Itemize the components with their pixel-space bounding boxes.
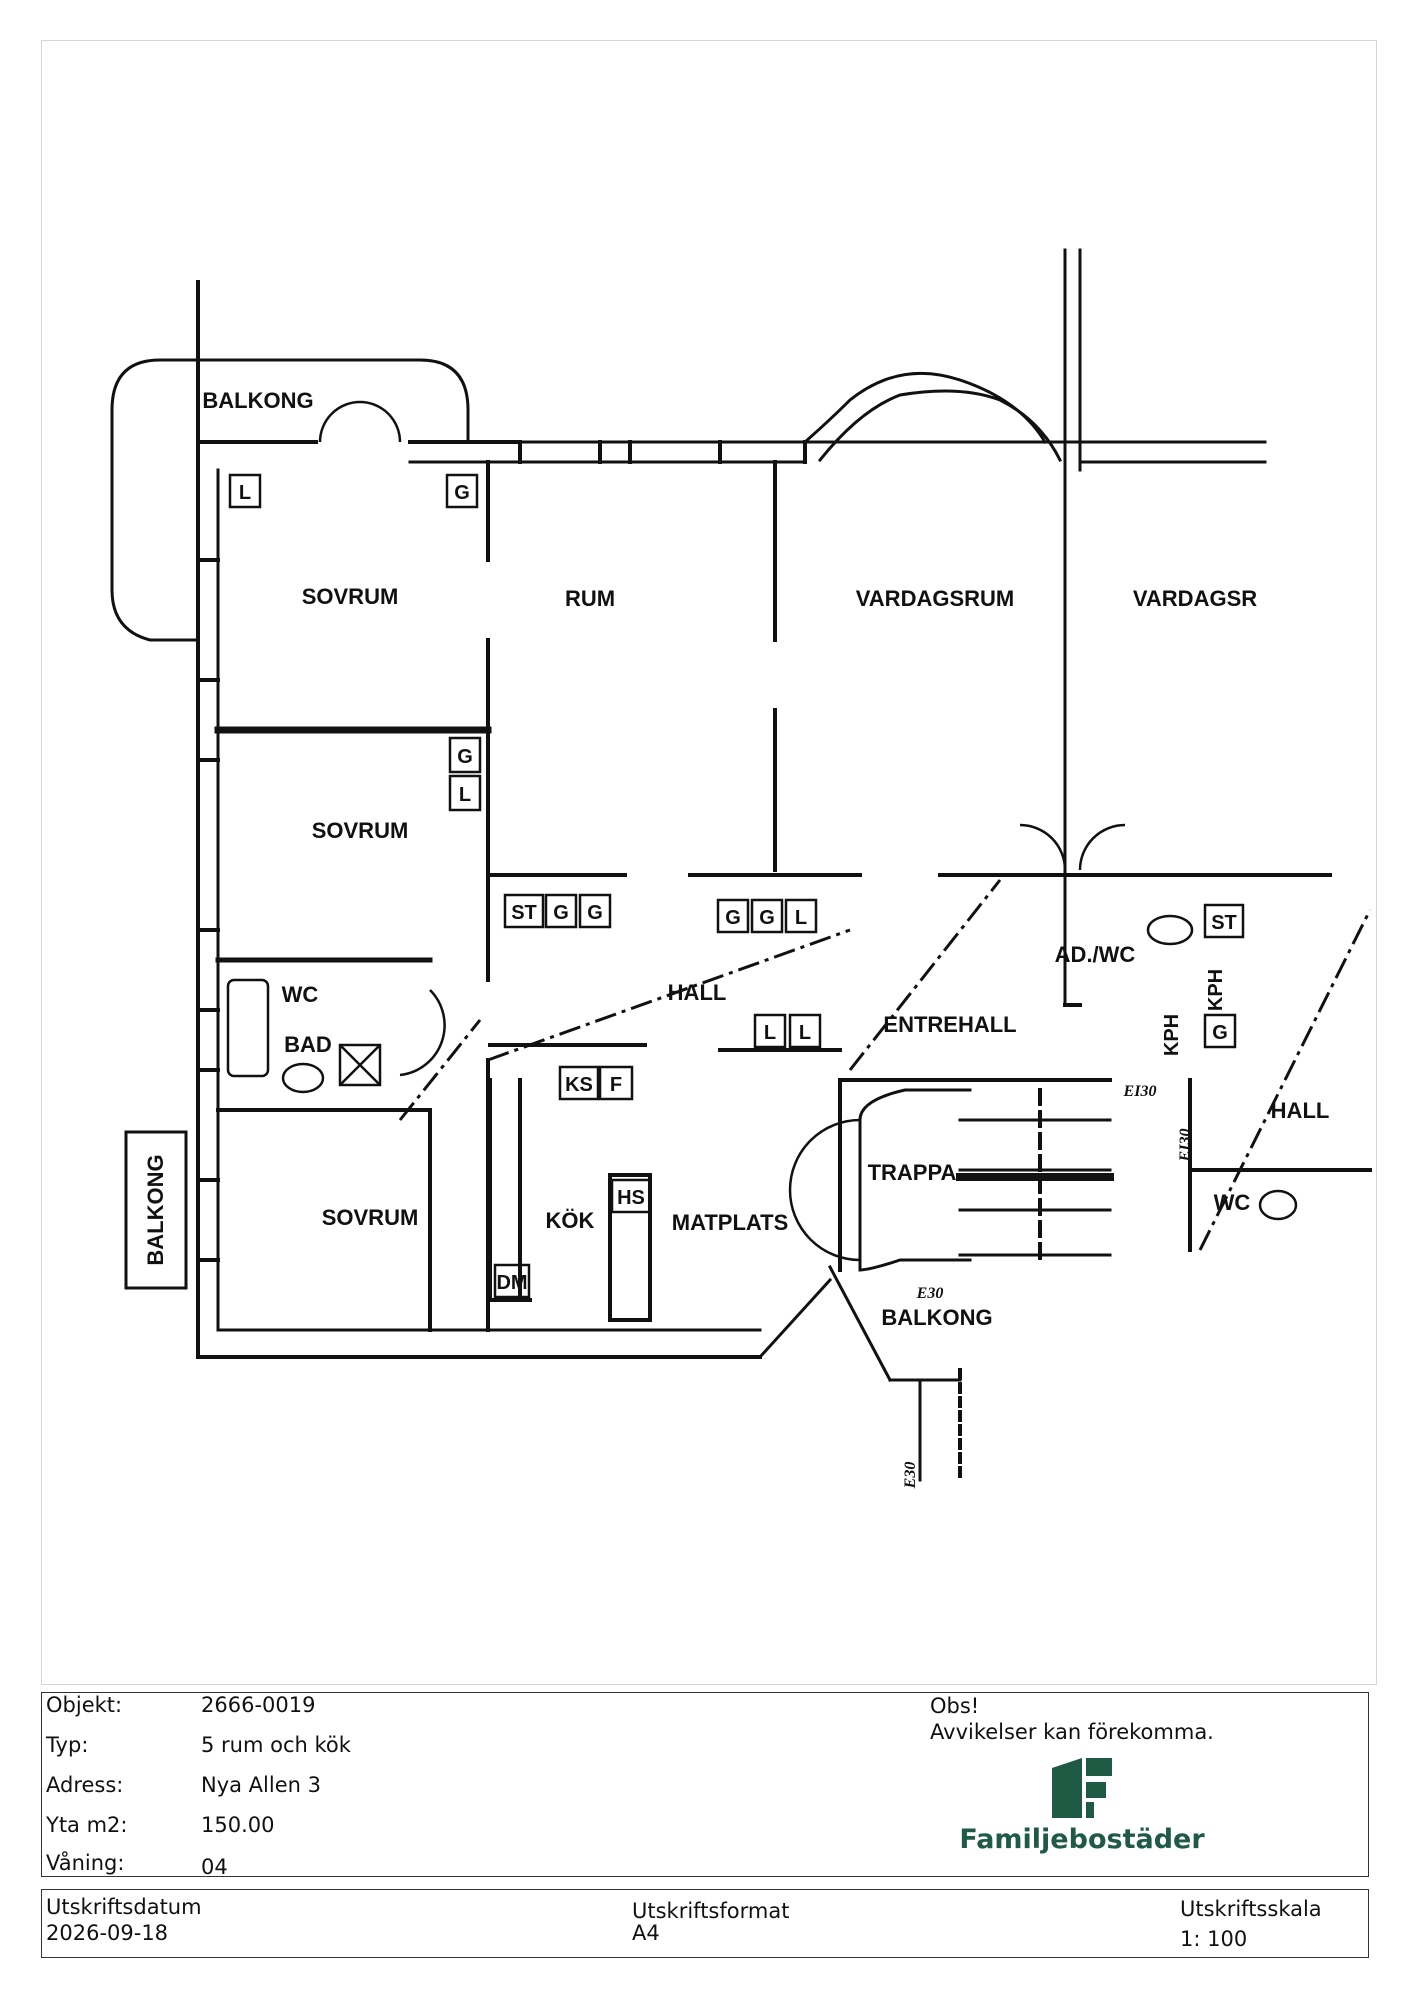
disclaimer-title: Obs! [930, 1694, 980, 1718]
print-scale-label: Utskriftsskala [1180, 1897, 1322, 1921]
typ-value: 5 rum och kök [201, 1733, 351, 1757]
floor-plan-frame [41, 40, 1377, 1685]
tag-l-1: L [239, 482, 251, 504]
tag-st-1: ST [511, 902, 537, 924]
vaning-value: 04 [201, 1855, 228, 1879]
label-wc: WC [282, 982, 319, 1007]
yta-label: Yta m2: [46, 1813, 128, 1837]
tag-g-1: G [454, 482, 470, 504]
adress-label: Adress: [46, 1773, 124, 1797]
disclaimer: Obs! Avvikelser kan förekomma. [930, 1693, 1214, 1745]
tag-g-3: G [553, 902, 569, 924]
brand-name: Familjebostäder [959, 1824, 1205, 1855]
disclaimer-text: Avvikelser kan förekomma. [930, 1720, 1214, 1744]
label-hall-right: HALL [1271, 1098, 1330, 1123]
label-balkong-left: BALKONG [143, 1154, 168, 1265]
label-ei30-1: EI30 [1123, 1083, 1157, 1100]
tag-hs: HS [617, 1187, 645, 1209]
print-date: Utskriftsdatum 2026-09-18 [46, 1894, 202, 1946]
adress-value: Nya Allen 3 [201, 1773, 321, 1797]
typ-label: Typ: [46, 1733, 89, 1757]
print-scale-value: 1: 100 [1180, 1927, 1248, 1951]
label-e30-2: E30 [902, 1462, 919, 1490]
label-balkong-bottom: BALKONG [881, 1305, 992, 1330]
label-kph-1: KPH [1205, 969, 1227, 1011]
label-vardagsr: VARDAGSR [1133, 586, 1257, 611]
print-format: Utskriftsformat A4 [632, 1898, 789, 1946]
tag-st-2: ST [1211, 912, 1237, 934]
tag-g-5: G [725, 907, 741, 929]
label-vardagsrum: VARDAGSRUM [856, 586, 1014, 611]
label-wc-right: WC [1214, 1190, 1251, 1215]
label-ad-wc: AD./WC [1055, 942, 1136, 967]
object-info-box: Objekt: 2666-0019 Typ: 5 rum och kök Adr… [41, 1692, 1369, 1879]
tag-g-4: G [587, 902, 603, 924]
label-ei30-2: EI30 [1177, 1129, 1194, 1163]
tag-g-7: G [1212, 1022, 1228, 1044]
print-date-label: Utskriftsdatum [46, 1895, 202, 1919]
label-kph-2: KPH [1161, 1014, 1183, 1056]
label-bad: BAD [284, 1032, 332, 1057]
label-trappa: TRAPPA [868, 1160, 957, 1185]
vaning-label: Våning: [46, 1851, 125, 1875]
tag-l-5: L [799, 1022, 811, 1044]
familjebostader-logo: Familjebostäder [952, 1758, 1212, 1868]
objekt-value: 2666-0019 [201, 1693, 316, 1717]
tag-l-3: L [795, 907, 807, 929]
label-kok: KÖK [546, 1208, 595, 1233]
label-matplats: MATPLATS [672, 1210, 789, 1235]
print-date-value: 2026-09-18 [46, 1921, 169, 1945]
label-sovrum-2: SOVRUM [312, 818, 409, 843]
tag-g-6: G [759, 907, 775, 929]
objekt-label: Objekt: [46, 1693, 123, 1717]
tag-f: F [610, 1074, 622, 1096]
logo-mark-icon [1052, 1758, 1112, 1818]
tag-dm: DM [496, 1272, 527, 1294]
label-entrehall: ENTREHALL [883, 1012, 1016, 1037]
label-sovrum-3: SOVRUM [322, 1205, 419, 1230]
label-balkong-top: BALKONG [202, 388, 313, 413]
label-rum: RUM [565, 586, 615, 611]
label-hall: HALL [668, 980, 727, 1005]
print-format-value: A4 [632, 1921, 660, 1945]
tag-g-2: G [457, 746, 473, 768]
print-scale: Utskriftsskala 1: 100 [1180, 1896, 1322, 1952]
tag-l-2: L [459, 784, 471, 806]
print-info-box: Utskriftsdatum 2026-09-18 Utskriftsforma… [41, 1889, 1369, 1958]
label-sovrum-1: SOVRUM [302, 584, 399, 609]
yta-value: 150.00 [201, 1813, 275, 1837]
label-e30-1: E30 [916, 1285, 944, 1302]
print-format-label: Utskriftsformat [632, 1899, 790, 1923]
tag-ks: KS [565, 1074, 593, 1096]
tag-l-4: L [764, 1022, 776, 1044]
